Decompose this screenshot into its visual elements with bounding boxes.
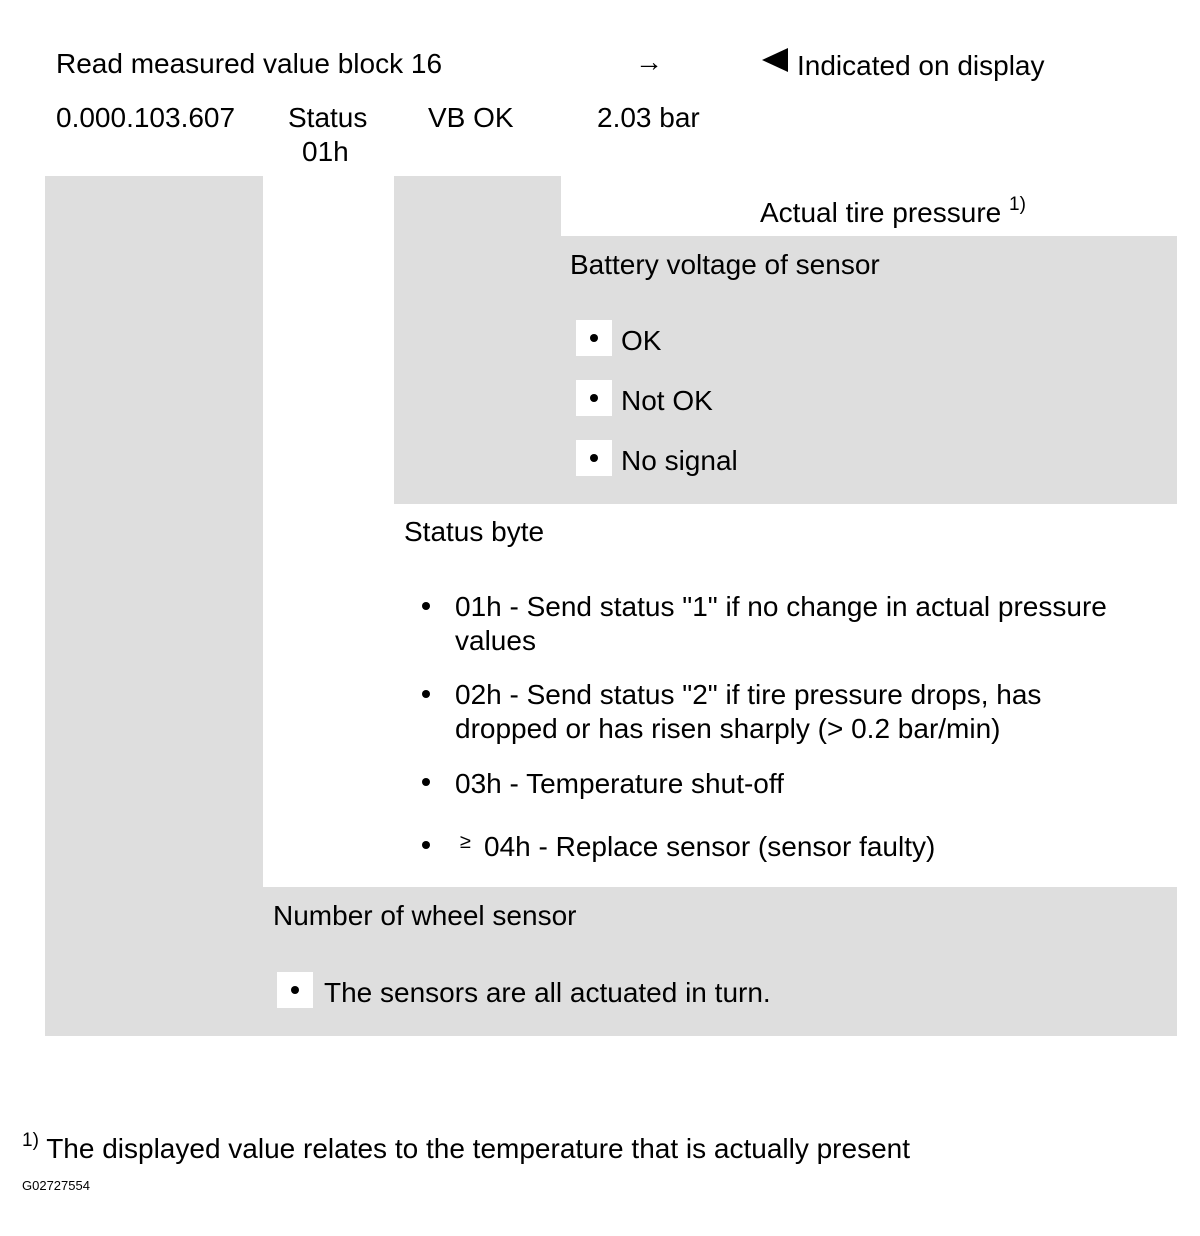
footnote-text: The displayed value relates to the tempe…	[46, 1133, 911, 1164]
arrow-right-icon: →	[635, 46, 663, 77]
status-item-01h: 01h - Send status "1" if no change in ac…	[455, 591, 1107, 656]
battery-heading: Battery voltage of sensor	[570, 249, 880, 280]
bullet-box	[277, 972, 313, 1008]
figure-id: G02727554	[22, 1178, 90, 1193]
bullet-icon	[590, 394, 598, 402]
bullet-icon	[590, 454, 598, 462]
battery-item-ok: OK	[621, 325, 662, 356]
wheel-sensor-heading: Number of wheel sensor	[273, 900, 577, 931]
pressure-value: 2.03 bar	[597, 102, 700, 133]
actual-pressure-text: Actual tire pressure	[760, 197, 1002, 228]
battery-item-no-signal: No signal	[621, 445, 738, 476]
bullet-icon	[590, 334, 598, 342]
footnote-mark: 1)	[22, 1130, 39, 1151]
actual-pressure-panel	[561, 176, 1177, 236]
bullet-box	[576, 320, 612, 356]
wheel-sensor-item: The sensors are all actuated in turn.	[324, 977, 771, 1008]
status-byte-heading: Status byte	[404, 516, 545, 547]
status-value: 01h	[302, 136, 349, 167]
left-triangle-icon	[762, 48, 788, 72]
bullet-box	[576, 440, 612, 476]
display-note: Indicated on display	[797, 50, 1045, 81]
bullet-icon	[291, 986, 299, 994]
battery-item-not-ok: Not OK	[621, 385, 713, 416]
bullet-icon	[422, 690, 430, 698]
footnote: 1) The displayed value relates to the te…	[22, 1130, 910, 1166]
ge-symbol: ≥	[460, 831, 471, 853]
bullet-icon	[422, 778, 430, 786]
footnote-ref: 1)	[1009, 194, 1026, 215]
bullet-icon	[422, 841, 430, 849]
status-item-02h: 02h - Send status "2" if tire pressure d…	[455, 679, 1042, 744]
status-label: Status	[288, 102, 368, 133]
status-item-04h: 04h - Replace sensor (sensor faulty)	[484, 831, 936, 862]
bullet-icon	[422, 602, 430, 610]
bullet-box	[576, 380, 612, 416]
readout-value: 0.000.103.607	[56, 102, 236, 133]
status-item-03h: 03h - Temperature shut-off	[455, 768, 784, 799]
vb-value: VB OK	[428, 102, 514, 133]
block-title: Read measured value block 16	[56, 48, 443, 79]
actual-pressure-label: Actual tire pressure 1)	[760, 194, 1026, 230]
